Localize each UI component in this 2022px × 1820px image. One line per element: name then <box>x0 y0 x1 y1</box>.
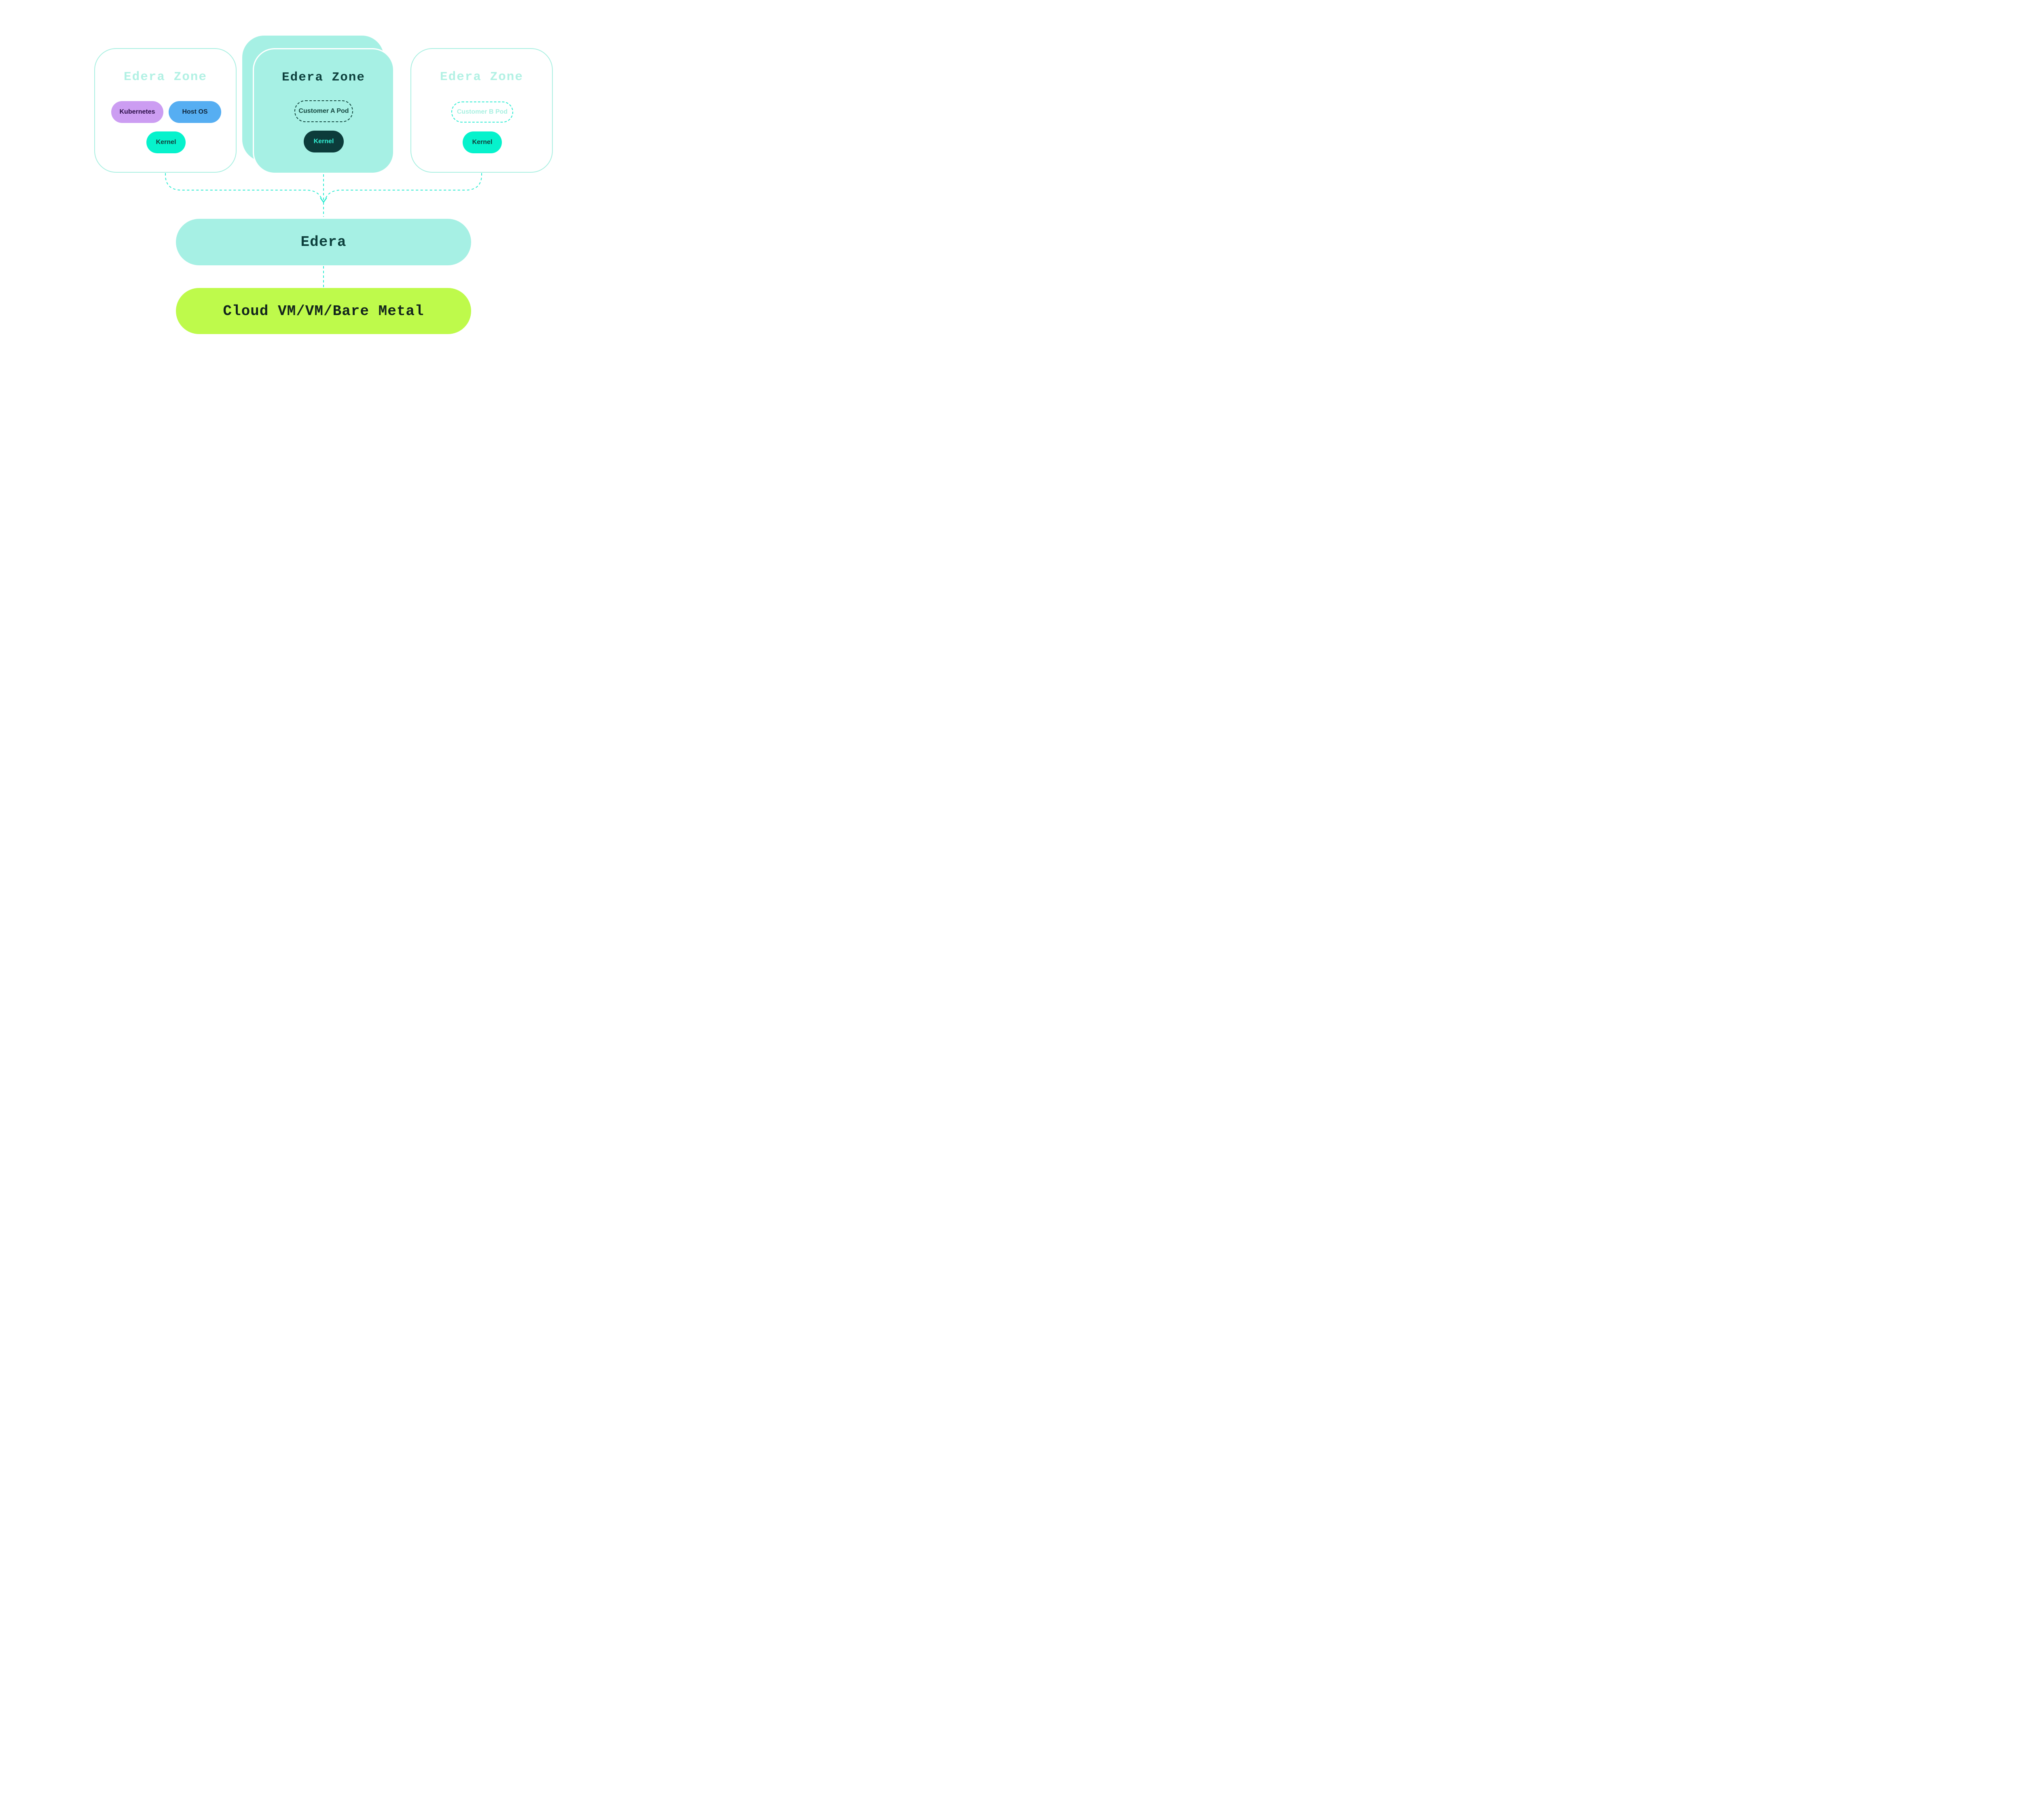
pill-host-os: Host OS <box>169 101 221 123</box>
diagram-canvas: Edera Zone Kubernetes Host OS Kernel Ede… <box>0 0 647 364</box>
edera-platform-band: Edera <box>176 219 471 265</box>
pill-kernel-left: Kernel <box>146 131 186 153</box>
pill-customer-a-pod: Customer A Pod <box>294 100 353 122</box>
pill-host-os-label: Host OS <box>182 108 208 115</box>
zone-card-right: Edera Zone Customer B Pod Kernel <box>410 48 553 173</box>
pill-customer-b-pod: Customer B Pod <box>451 102 513 123</box>
pill-customer-b-pod-label: Customer B Pod <box>457 108 508 115</box>
pill-kernel-middle-label: Kernel <box>313 138 334 145</box>
pill-kernel-middle: Kernel <box>304 131 344 152</box>
pill-kubernetes: Kubernetes <box>111 101 163 123</box>
connector-right-bracket <box>325 173 482 199</box>
zone-card-left: Edera Zone Kubernetes Host OS Kernel <box>94 48 237 173</box>
pill-kernel-right-label: Kernel <box>472 139 493 146</box>
connector-left-bracket <box>165 173 322 199</box>
zone-title-left: Edera Zone <box>123 70 207 84</box>
infrastructure-label: Cloud VM/VM/Bare Metal <box>223 303 424 320</box>
pill-kernel-right: Kernel <box>463 131 502 153</box>
infrastructure-band: Cloud VM/VM/Bare Metal <box>176 288 471 334</box>
zone-card-middle: Edera Zone Customer A Pod Kernel <box>253 48 394 174</box>
pill-kernel-left-label: Kernel <box>156 139 176 146</box>
edera-platform-label: Edera <box>300 234 347 250</box>
pill-kubernetes-label: Kubernetes <box>119 108 155 115</box>
zone-title-right: Edera Zone <box>440 70 524 84</box>
arrowhead-down-icon <box>320 197 327 203</box>
zone-title-middle: Edera Zone <box>281 70 366 85</box>
pill-customer-a-pod-label: Customer A Pod <box>298 108 349 114</box>
